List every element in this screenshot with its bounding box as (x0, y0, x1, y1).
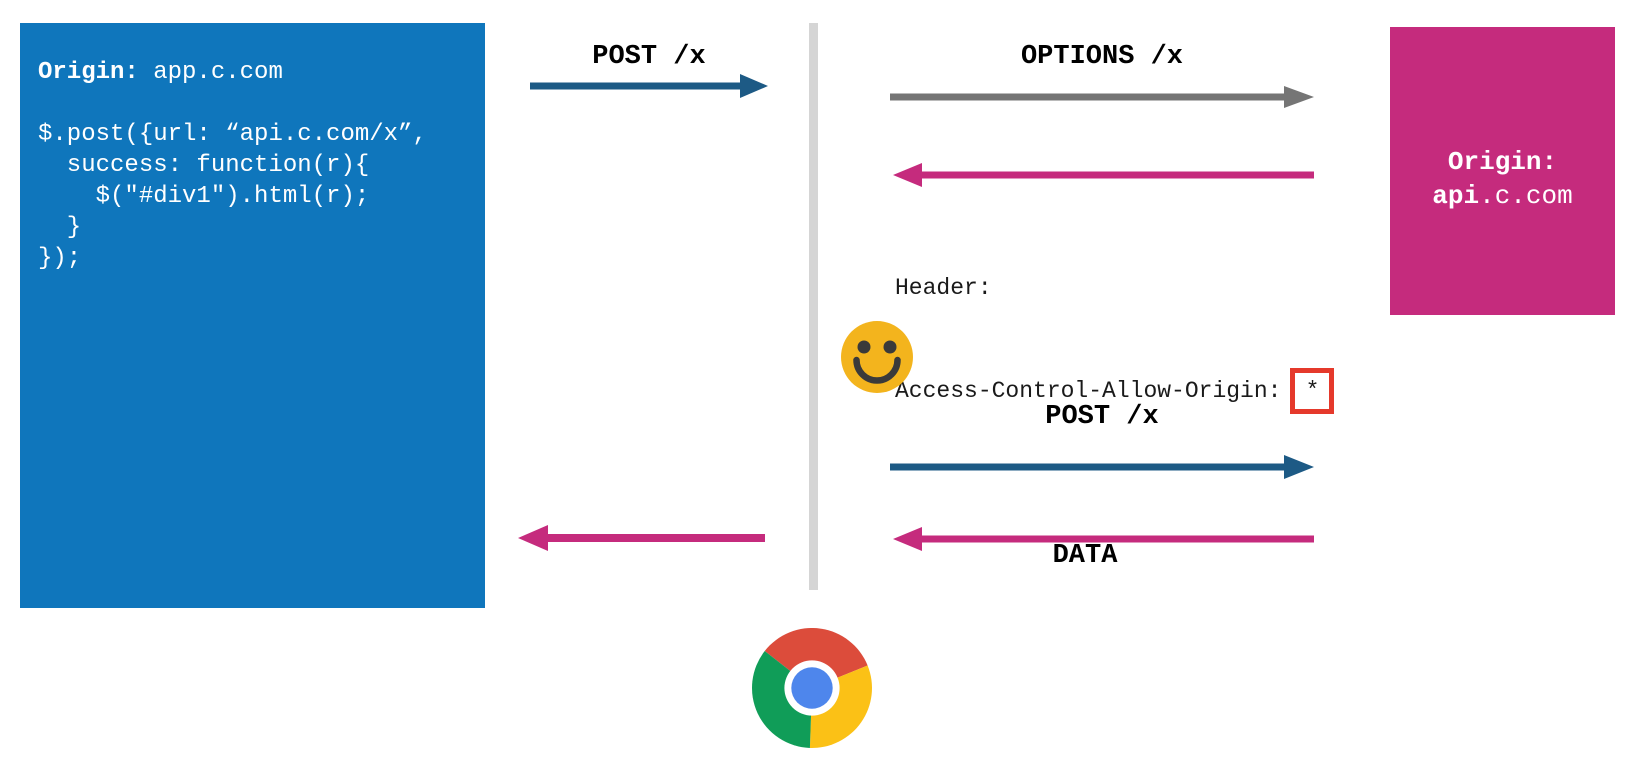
data-response-label: DATA (1052, 541, 1118, 571)
server-origin-value: api.c.com (1432, 179, 1572, 213)
server-host-rest: .c.com (1479, 181, 1573, 211)
code-line-2: success: function(r){ (38, 152, 370, 179)
data-response-arrow (893, 527, 1314, 551)
code-blank-line (38, 88, 485, 119)
client-origin-box: Origin: app.c.com $.post({url: “api.c.co… (20, 23, 485, 608)
post-request-label-right: POST /x (1045, 402, 1159, 432)
post-request-arrow-right (890, 455, 1314, 479)
server-origin-box: Origin: api.c.com (1390, 27, 1615, 315)
preflight-response-header: Header: Access-Control-Allow-Origin: * (895, 208, 1335, 478)
preflight-response-arrow (893, 163, 1314, 187)
options-preflight-arrow (890, 86, 1314, 108)
server-host-bold: api (1432, 181, 1480, 211)
code-line-5: }); (38, 245, 82, 272)
wildcard-value: * (1305, 378, 1320, 404)
client-origin-value: app.c.com (153, 59, 283, 86)
code-line-4: } (38, 214, 82, 241)
server-origin-label: Origin: (1447, 147, 1558, 177)
options-preflight-label: OPTIONS /x (1020, 42, 1184, 72)
client-origin-line: Origin: app.c.com (38, 57, 485, 88)
acao-header-name: Access-Control-Allow-Origin: (895, 378, 1282, 404)
acao-header-line: Access-Control-Allow-Origin: * (895, 368, 1335, 414)
code-line-1: $.post({url: “api.c.com/x”, (38, 121, 427, 148)
response-arrow-left (518, 525, 765, 551)
browser-boundary-divider (809, 23, 818, 590)
code-line-3: $("#div1").html(r); (38, 183, 370, 210)
wildcard-highlight-box: * (1290, 368, 1335, 414)
post-request-arrow-left (530, 74, 768, 98)
header-label: Header: (895, 275, 992, 301)
chrome-logo-icon (752, 628, 872, 748)
post-request-label-left: POST /x (592, 42, 706, 72)
smiley-face-icon (841, 321, 913, 393)
client-origin-label: Origin: (38, 59, 154, 86)
